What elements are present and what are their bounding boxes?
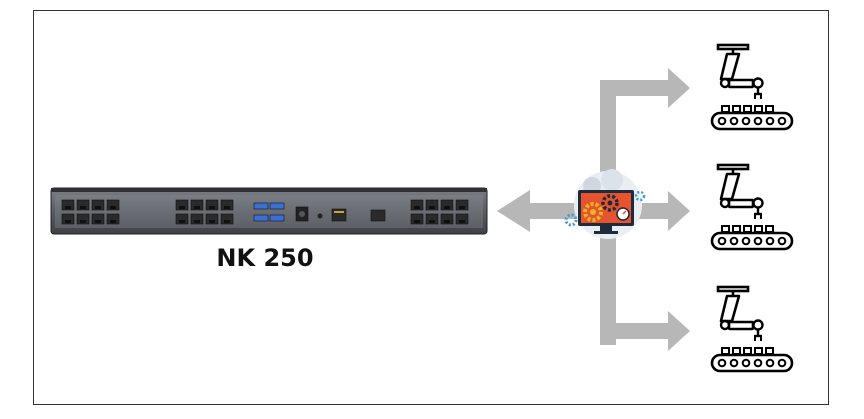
arrow-to-device bbox=[497, 190, 600, 232]
endpoint-robot-3 bbox=[710, 285, 794, 373]
network-switch-icon bbox=[50, 187, 488, 235]
arrow-to-endpoint-3 bbox=[600, 311, 690, 351]
automation-gears-icon bbox=[564, 169, 646, 239]
arrow-to-endpoint-1 bbox=[600, 68, 690, 108]
power-connector bbox=[295, 206, 323, 222]
single-ports bbox=[331, 208, 386, 222]
arrow-to-endpoint-2 bbox=[616, 191, 690, 231]
endpoint-robot-1 bbox=[710, 43, 794, 131]
endpoint-robot-2 bbox=[710, 163, 794, 251]
device-label: NK 250 bbox=[216, 244, 314, 272]
usb-ports bbox=[253, 202, 285, 222]
